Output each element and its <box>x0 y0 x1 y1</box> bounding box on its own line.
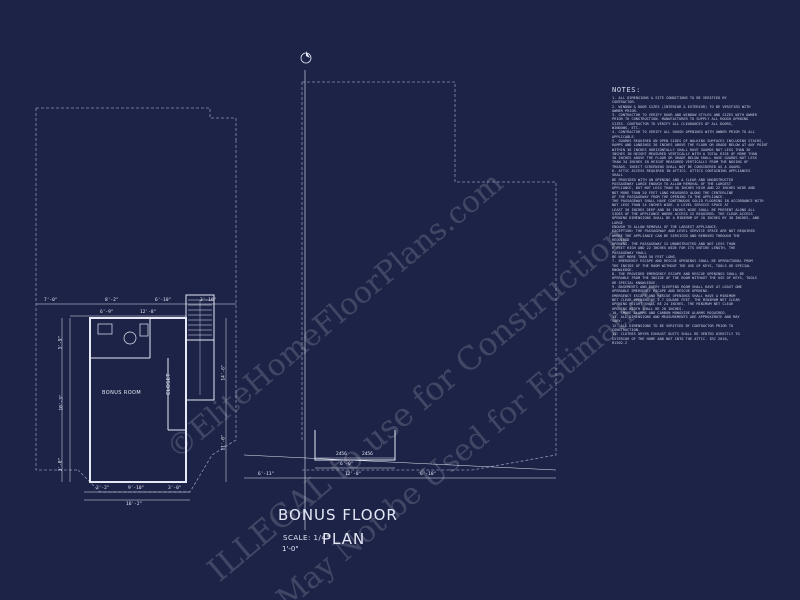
note-line: 6. ATTIC ACCESS REQUIRED IN ATTICS. ATTI… <box>612 169 751 174</box>
dimension-label: 3'-10" <box>200 298 217 303</box>
plan-title-block: BONUS FLOOR <box>278 506 418 524</box>
dimension-label: 14'-6" <box>221 364 227 381</box>
note-line: LARGE <box>612 220 623 225</box>
note-line: WINDOWS, ETC. <box>612 126 641 131</box>
note-line: LEAST 30 INCHES DEEP AND 30 INCHES WIDE … <box>612 207 755 212</box>
note-line: KNOWLEDGE. <box>612 267 634 272</box>
note-line: EXTERIOR OF THE HOME AND NOT INTO THE AT… <box>612 336 729 341</box>
note-line: APPLICABLE. <box>612 134 636 139</box>
note-line: APPLIANCE, BUT NOT LESS THAN 30 INCHES H… <box>612 186 755 191</box>
note-line: PASSAGEWAY SHALL <box>612 250 647 255</box>
note-line: BE PROVIDED WITH AN OPENING AND A CLEAR … <box>612 177 734 182</box>
dimension-label: 16'-2" <box>126 502 143 507</box>
note-line: 6 FEET HIGH AND 22 INCHES WIDE FOR ITS E… <box>612 246 736 251</box>
note-line: PRIOR TO CONSTRUCTION. MANUFACTURER TO S… <box>612 117 749 122</box>
note-line: 13. CLOTHES DRYER EXHAUST DUCTS SHALL BE… <box>612 332 740 337</box>
note-line: 4. CONTRACTOR TO VERIFY ALL ROUGH OPENIN… <box>612 130 755 135</box>
note-line: 5. GUARDS REQUIRED ON OPEN SIDES OF WALK… <box>612 138 764 143</box>
note-line: 11. ALL DIMENSIONS AND MEASUREMENTS ARE … <box>612 315 740 320</box>
note-line: CONTRACTOR. <box>612 100 636 105</box>
note-line: SIDES OF THE APPLIANCE WHERE ACCESS IS R… <box>612 212 753 217</box>
dimension-label: 6'-11" <box>258 472 275 477</box>
dimension-label: 3'-0" <box>58 457 64 472</box>
note-line: THE PASSAGEWAY SHALL HAVE CONTINUOUS SOL… <box>612 199 764 204</box>
note-line: EXCEPTION: THE PASSAGEWAY AND LEVEL SERV… <box>612 229 755 234</box>
north-arrow-icon <box>300 51 312 64</box>
dimension-label: 3'-2" <box>96 486 110 491</box>
note-line: 3. CONTRACTOR TO VERIFY DOOR AND WINDOW … <box>612 113 757 118</box>
room-label-closet: CLOSET <box>166 373 172 395</box>
note-line: REQUIRED <box>612 237 630 242</box>
note-line: OF THE PASSAGEWAY FROM THE OPENING TO TH… <box>612 194 725 199</box>
note-line: 1. ALL DIMENSIONS & SITE CONDITIONS TO B… <box>612 96 727 100</box>
note-line: NET CLEAR OPENING OF 5.7 SQUARE FEET. TH… <box>612 297 740 302</box>
note-line: OPENING HEIGHT SHALL BE 24 INCHES. THE M… <box>612 302 734 307</box>
note-line: M1502.2 <box>612 340 628 345</box>
note-line: WITHIN 36 INCHES HORIZONTALLY SHALL HAVE… <box>612 147 751 152</box>
note-line: OPENING. THE PASSAGEWAY IS UNOBSTRUCTED … <box>612 242 736 247</box>
dimension-label: 6'-0" <box>340 462 354 467</box>
note-line: 30 INCHES ABOVE THE FLOOR OR GRADE BELOW… <box>612 156 757 161</box>
note-line: OPENING WIDTH SHALL BE 20 INCHES. <box>612 306 684 311</box>
stair <box>185 294 215 401</box>
note-line: NOT MORE THAN 20 FEET LONG MEASURED ALON… <box>612 190 734 195</box>
dimension-label: 2456 <box>336 452 347 457</box>
note-line: ENOUGH TO ALLOW REMOVAL OF THE LARGEST A… <box>612 224 719 229</box>
dimension-label: 10'-3" <box>59 394 65 411</box>
note-line: THAN 34 INCHES IN HEIGHT MEASURED VERTIC… <box>612 160 749 165</box>
note-line: OWNER PRIOR. <box>612 108 638 113</box>
note-line: 8. THE PROVIDED EMERGENCY ESCAPE AND RES… <box>612 272 744 277</box>
note-line: INCHES IN HEIGHT MEASURED VERTICALLY WIT… <box>612 151 757 156</box>
general-notes: NOTES: 1. ALL DIMENSIONS & SITE CONDITIO… <box>612 86 792 345</box>
roof-outline <box>35 81 557 493</box>
note-line: 10. SMOKE ALARMS AND CARBON MONOXIDE ALA… <box>612 310 727 315</box>
plan-scale-unit: 1'-0" <box>282 545 299 553</box>
note-line: OPERABLE EMERGENCY ESCAPE AND RESCUE OPE… <box>612 289 710 294</box>
note-line: SHALL <box>612 173 623 178</box>
dimension-label: 12'-0" <box>345 472 362 477</box>
dimension-label: 6'-10" <box>420 472 437 477</box>
plan-scale: SCALE: 1/4" <box>283 534 331 542</box>
note-line: PASSAGEWAY LARGE ENOUGH TO ALLOW REMOVAL… <box>612 181 731 186</box>
dimension-label: 11'-0" <box>221 434 227 451</box>
note-line: SIZES. CONTRACTOR TO VERIFY ALL CLEARANC… <box>612 121 734 126</box>
note-line: OR SPECIAL KNOWLEDGE. <box>612 280 658 285</box>
note-line: BE NOT MORE THAN 50 FEET LONG. <box>612 254 677 259</box>
note-line: 7. EMERGENCY ESCAPE AND RESCUE OPENINGS … <box>612 259 753 264</box>
dimension-lines <box>36 303 557 501</box>
bay-outline <box>314 430 396 461</box>
note-line: EMERGENCY ESCAPE AND RESCUE OPENINGS SHA… <box>612 293 736 298</box>
note-line: NOT LESS THAN 24 INCHES WIDE. A LEVEL SE… <box>612 203 729 208</box>
note-line: 12. ALL DIMENSIONS TO BE VERIFIED BY CON… <box>612 323 734 328</box>
note-line: THE INSIDE OF THE ROOM WITHOUT THE USE O… <box>612 263 751 268</box>
note-line: WHERE THE APPLIANCE CAN BE SERVICED AND … <box>612 233 740 238</box>
note-line: OPENING DIMENSIONS SHALL BE A MINIMUM OF… <box>612 216 760 221</box>
dimension-label: 9'-10" <box>128 486 145 491</box>
plan-title: BONUS FLOOR <box>278 506 398 524</box>
note-line: RAMPS AND LANDINGS 30 INCHES ABOVE THE F… <box>612 143 768 148</box>
dimension-label: 6'-10" <box>155 298 172 303</box>
notes-title: NOTES: <box>612 86 641 94</box>
bath-fixtures <box>97 323 149 345</box>
note-line: VARY. <box>612 319 623 324</box>
room-label-bonus: BONUS ROOM <box>102 390 142 396</box>
dimension-label: 2456 <box>362 452 373 457</box>
note-line: 9. BASEMENTS AND EVERY SLEEPING ROOM SHA… <box>612 285 742 290</box>
dimension-label: 6'-9" <box>100 310 114 315</box>
note-line: CONSTRUCTION. <box>612 328 641 333</box>
plan-title-line2: PLAN <box>322 530 366 548</box>
note-line: OPERABLE FROM THE INSIDE OF THE ROOM WIT… <box>612 276 757 281</box>
dimension-label: 12'-8" <box>140 310 157 315</box>
notes-lines: 1. ALL DIMENSIONS & SITE CONDITIONS TO B… <box>612 96 792 345</box>
note-line: 2. WINDOW & DOOR SIZES (INTERIOR & EXTER… <box>612 104 751 109</box>
dimension-label: 5'-9" <box>58 335 64 350</box>
dimension-label: 3'-0" <box>168 486 182 491</box>
note-line: TREADS. INSECT SCREENING SHALL NOT BE CO… <box>612 164 742 169</box>
dimension-label: 8'-2" <box>105 298 119 303</box>
dimension-label: 7'-0" <box>44 298 58 303</box>
